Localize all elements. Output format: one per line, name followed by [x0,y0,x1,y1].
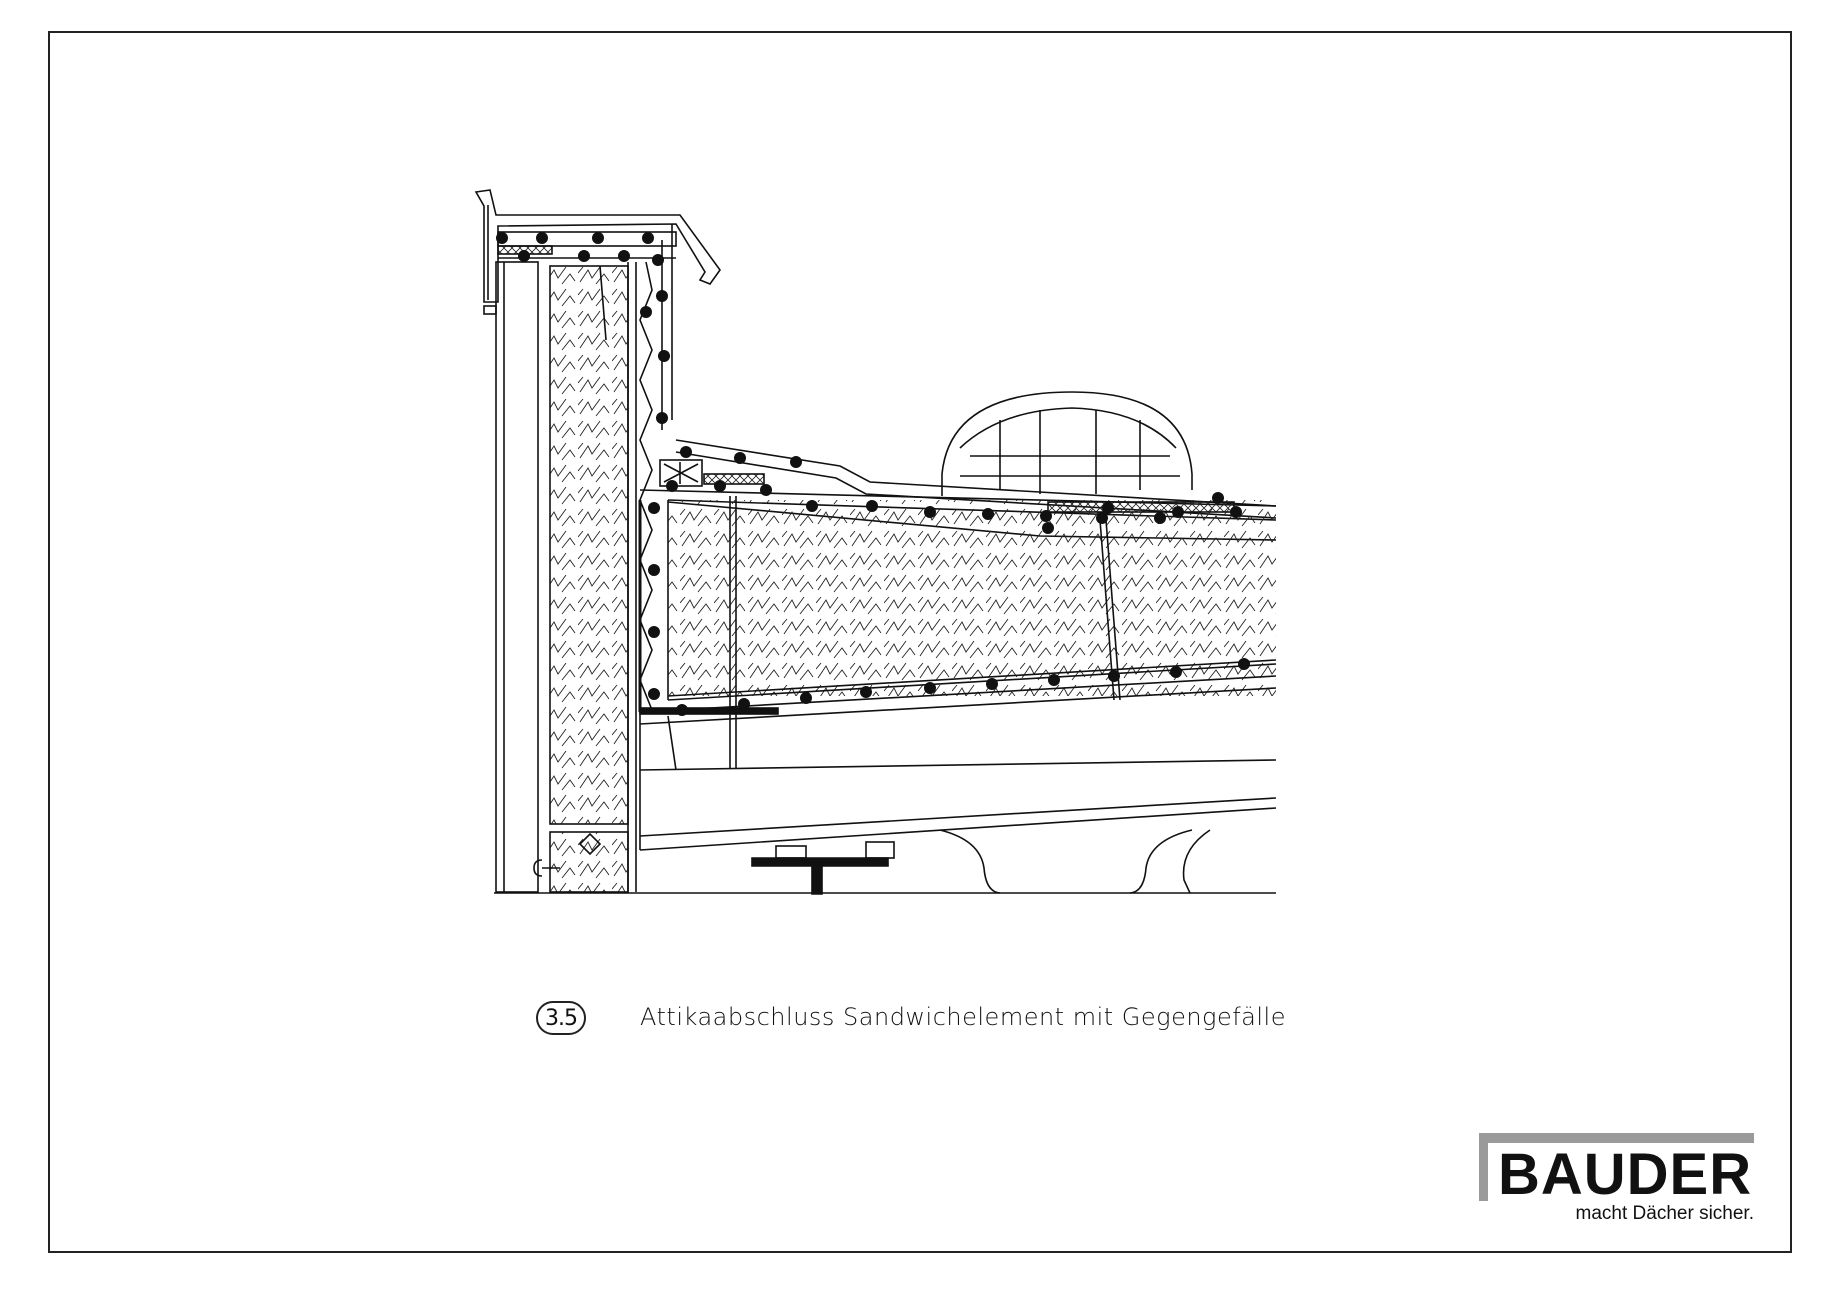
deck-profile-right [1129,829,1193,894]
deck-bottom-2 [639,807,1277,851]
joint-clip [533,859,543,877]
deck-profile-far [1182,829,1211,894]
wedge-block [659,459,703,487]
fastener-2b [1105,519,1121,701]
fleece-strip-1 [703,473,765,485]
deck-bottom [639,797,1277,837]
fastener-3 [667,715,677,771]
fleece-strip-2 [1047,501,1235,513]
parapet-lower-insulation [549,831,629,893]
dome-bands [960,455,1180,477]
logo-bar-top [1479,1133,1754,1143]
parapet-sandwich-insulation [549,265,629,825]
logo-bar-left [1479,1133,1488,1201]
roof-insulation [668,500,1276,696]
logo-slogan: macht Dächer sicher. [1575,1203,1754,1224]
beam-spacer [775,845,807,859]
beam-spacer-2 [865,841,895,859]
fastener-2 [1099,519,1115,701]
fastener-top [599,265,607,341]
angle-flashing [639,707,779,715]
detail-title: Attikaabschluss Sandwichelement mit Gege… [640,1003,1286,1031]
coping-clip [483,305,497,315]
logo-wordmark: BAUDER [1498,1142,1753,1207]
dome-ribs [999,410,1141,494]
dome-inner-arc [959,407,1177,449]
roof-top-membrane [675,439,1277,507]
wedge-block-cross [663,462,699,484]
deck-profile-left [939,829,1001,894]
dome-outline [941,391,1193,496]
deck-top-2 [639,687,1277,725]
roof-insulation-bottom [667,659,1277,697]
bauder-logo: BAUDER macht Dächer sicher. [1476,1133,1756,1225]
steel-beam [751,857,889,895]
drawing-frame [48,31,1792,1253]
joint-diamond [578,832,602,856]
parapet-wall-outer [495,261,539,893]
coping-metal-cap [474,189,721,303]
detail-number: 3.5 [536,1001,586,1035]
deck-mid [639,759,1277,771]
adhesive-dots [496,232,1250,716]
upstand-zigzag-sheet [639,261,653,711]
